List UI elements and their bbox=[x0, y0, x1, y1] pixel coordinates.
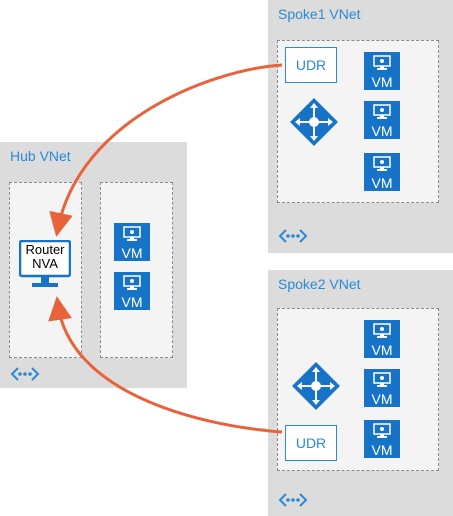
spoke1-subnet: UDR VM VM VM bbox=[277, 40, 439, 203]
spoke1-udr-box: UDR bbox=[285, 47, 337, 83]
load-balancer-icon bbox=[290, 98, 338, 146]
vm-monitor-icon bbox=[373, 55, 391, 70]
vm-monitor-icon bbox=[373, 323, 391, 338]
spoke1-vm-3: VM bbox=[364, 153, 400, 191]
spoke2-vm-2: VM bbox=[364, 369, 400, 407]
vm-monitor-icon bbox=[373, 156, 391, 171]
hub-vm-subnet: VM VM bbox=[100, 182, 173, 358]
hub-router-subnet: Router NVA bbox=[9, 182, 82, 358]
hub-vm-2: VM bbox=[114, 272, 150, 310]
router-label-line1: Router bbox=[25, 242, 65, 257]
vnet-peering-icon bbox=[278, 229, 308, 243]
hub-vnet: Hub VNet Router NVA VM VM bbox=[0, 142, 187, 388]
vm-monitor-icon bbox=[373, 104, 391, 119]
router-nva-label: Router NVA bbox=[23, 243, 67, 271]
spoke2-vnet-title: Spoke2 VNet bbox=[278, 276, 361, 292]
spoke2-to-hub-arrow bbox=[48, 296, 283, 434]
spoke2-subnet: VM VM VM UDR bbox=[277, 308, 439, 471]
vm-monitor-icon bbox=[373, 423, 391, 438]
spoke2-udr-box: UDR bbox=[285, 425, 337, 461]
spoke1-to-hub-arrow bbox=[49, 63, 283, 237]
spoke2-vnet: Spoke2 VNet VM VM VM UDR bbox=[268, 270, 453, 516]
vm-label: VM bbox=[371, 442, 393, 458]
vm-label: VM bbox=[371, 342, 393, 358]
spoke1-vnet-title: Spoke1 VNet bbox=[278, 6, 361, 22]
vm-monitor-icon bbox=[123, 226, 141, 241]
vm-label: VM bbox=[371, 123, 393, 139]
vm-label: VM bbox=[371, 391, 393, 407]
vnet-peering-icon bbox=[278, 493, 308, 507]
hub-vnet-title: Hub VNet bbox=[10, 148, 71, 164]
spoke1-vm-1: VM bbox=[364, 52, 400, 90]
router-nva-icon: Router NVA bbox=[18, 239, 72, 297]
hub-vm-1: VM bbox=[114, 223, 150, 261]
vm-label: VM bbox=[371, 74, 393, 90]
vm-label: VM bbox=[371, 175, 393, 191]
spoke2-vm-3: VM bbox=[364, 420, 400, 458]
router-label-line2: NVA bbox=[32, 256, 58, 271]
vm-monitor-icon bbox=[373, 372, 391, 387]
spoke1-vnet: Spoke1 VNet UDR VM VM VM bbox=[268, 0, 453, 253]
load-balancer-icon bbox=[292, 362, 340, 410]
vnet-peering-icon bbox=[10, 367, 40, 381]
vm-label: VM bbox=[121, 294, 143, 310]
vm-label: VM bbox=[121, 245, 143, 261]
spoke1-vm-2: VM bbox=[364, 101, 400, 139]
vm-monitor-icon bbox=[123, 275, 141, 290]
spoke2-vm-1: VM bbox=[364, 320, 400, 358]
